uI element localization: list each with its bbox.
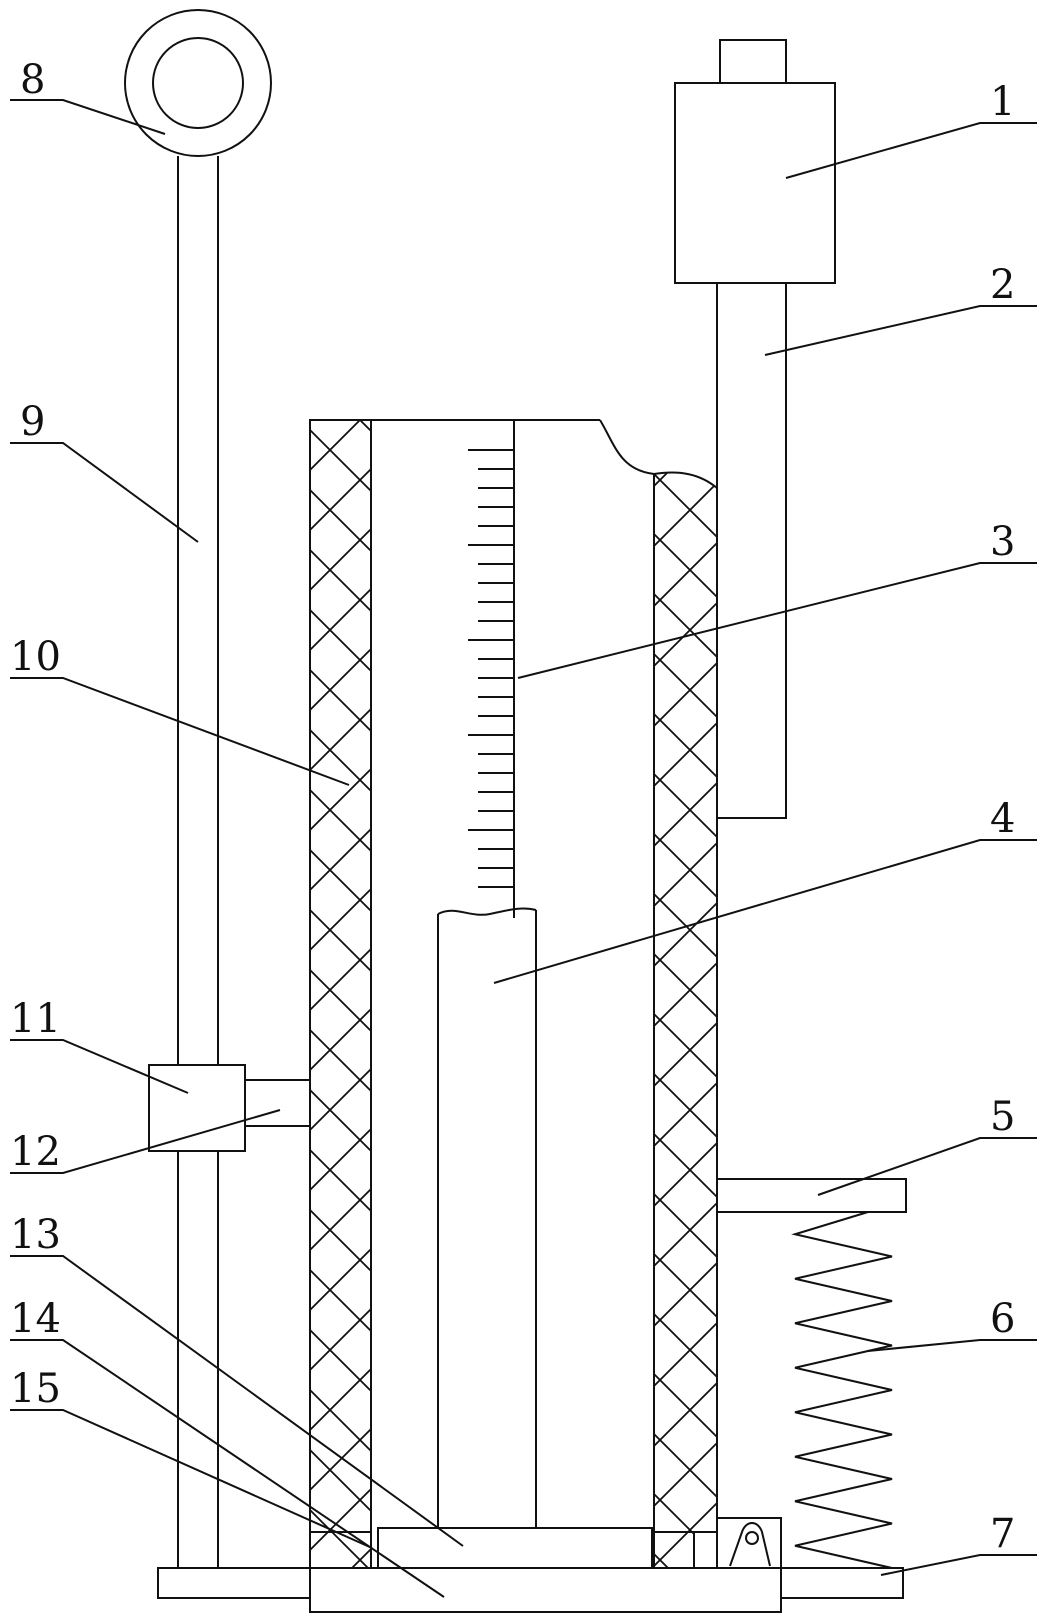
label-2: 2 (990, 262, 1015, 308)
top-cap (719, 39, 787, 84)
label-11: 11 (10, 996, 61, 1042)
bottom-right-seal (653, 1531, 695, 1569)
label-14: 14 (10, 1296, 61, 1342)
left-insulation-wall (309, 419, 372, 1533)
rod-break-line (437, 907, 537, 916)
spring-top-plate (716, 1178, 907, 1213)
sliding-sleeve (148, 1064, 246, 1152)
vertical-rod (716, 282, 787, 819)
label-6: 6 (990, 1296, 1015, 1342)
label-4: 4 (990, 796, 1015, 842)
base-block (309, 1567, 782, 1613)
label-15: 15 (10, 1366, 61, 1412)
scale-ticks (468, 449, 514, 888)
label-10: 10 (10, 634, 61, 680)
pressure-block (377, 1527, 653, 1569)
label-7: 7 (990, 1511, 1015, 1557)
label-13: 13 (10, 1212, 61, 1258)
hinge-pin (745, 1531, 759, 1545)
label-8: 8 (20, 57, 45, 103)
label-3: 3 (990, 519, 1015, 565)
leader-lines (10, 99, 1037, 1598)
label-1: 1 (990, 79, 1015, 125)
pull-ring-inner (152, 37, 244, 129)
cutaway-break-line (599, 419, 655, 475)
hinge-lug (729, 1522, 771, 1567)
label-12: 12 (10, 1129, 61, 1175)
compression-spring (791, 1211, 893, 1569)
connecting-arm (244, 1079, 311, 1127)
pull-ring-outer (124, 9, 272, 157)
label-5: 5 (990, 1094, 1015, 1140)
bottom-left-seal (309, 1531, 372, 1569)
label-9: 9 (20, 399, 45, 445)
top-housing (674, 82, 836, 284)
hinge-bracket (716, 1517, 782, 1569)
